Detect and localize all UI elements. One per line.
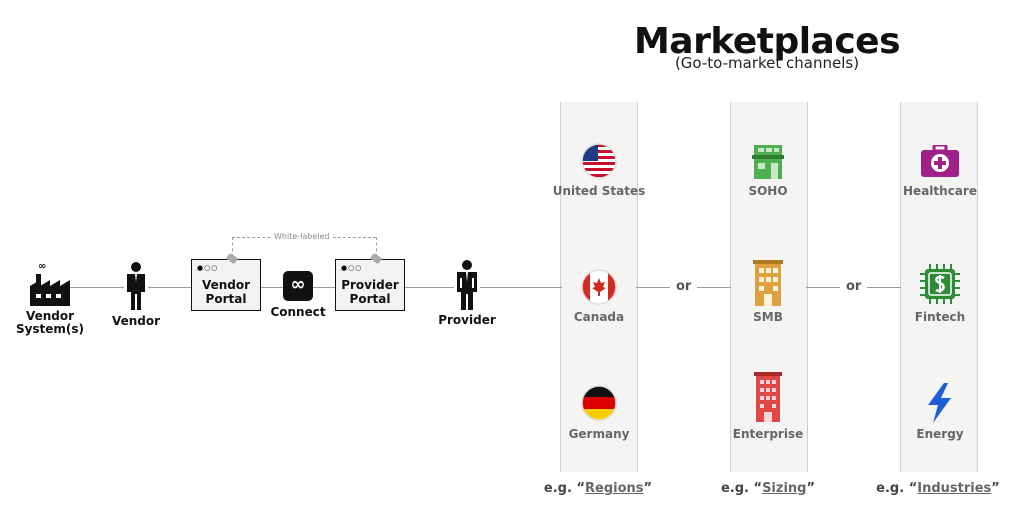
- footer-regions: e.g. “Regions”: [543, 481, 653, 496]
- page-subtitle: (Go-to-market channels): [674, 54, 860, 72]
- industry-label-fintech: Fintech: [914, 310, 966, 324]
- vendor-person-icon: [124, 262, 148, 316]
- region-label-us: United States: [552, 184, 646, 198]
- flag-canada-icon: [580, 268, 618, 310]
- medical-kit-icon: [921, 143, 959, 181]
- building-small-icon: [752, 143, 784, 183]
- footer-sizing: e.g. “Sizing”: [720, 481, 816, 496]
- connect-icon: ∞: [283, 271, 313, 301]
- footer-industries: e.g. “Industries”: [876, 481, 1000, 496]
- page-title: Marketplaces: [633, 21, 901, 62]
- industry-label-energy: Energy: [916, 427, 964, 441]
- size-label-soho: SOHO: [748, 184, 788, 198]
- flag-germany-icon: [580, 384, 618, 426]
- vendor-system-label: Vendor System(s): [15, 309, 85, 336]
- lightning-icon: [924, 383, 954, 427]
- provider-portal-label: Provider Portal: [341, 278, 399, 306]
- factory-icon: [30, 268, 70, 310]
- building-medium-icon: [753, 260, 783, 310]
- provider-label: Provider: [438, 313, 496, 327]
- vendor-label: Vendor: [111, 314, 161, 328]
- footer-industries-term: Industries: [917, 481, 992, 496]
- region-label-germany: Germany: [568, 427, 630, 441]
- industry-label-healthcare: Healthcare: [903, 184, 977, 198]
- flag-us-icon: [580, 142, 618, 184]
- building-large-icon: [754, 372, 782, 426]
- window-controls-icon: ●○○: [197, 264, 219, 272]
- white-labeled-bracket-left: [232, 237, 233, 257]
- white-labeled-label: White-labeled: [271, 232, 333, 241]
- vendor-portal-window: ●○○ Vendor Portal: [191, 259, 261, 311]
- factory-badge: ∞: [38, 261, 47, 272]
- footer-regions-term: Regions: [585, 481, 644, 496]
- chip-dollar-icon: [920, 264, 960, 308]
- footer-sizing-term: Sizing: [762, 481, 807, 496]
- provider-portal-window: ●○○ Provider Portal: [335, 259, 405, 311]
- provider-person-icon: [454, 260, 480, 316]
- size-label-enterprise: Enterprise: [732, 427, 804, 441]
- white-labeled-bracket-right: [376, 237, 377, 257]
- connect-label: Connect: [270, 305, 326, 319]
- window-controls-icon: ●○○: [341, 264, 363, 272]
- or-label-1: or: [670, 280, 698, 294]
- connect-glyph: ∞: [290, 274, 306, 295]
- size-label-smb: SMB: [753, 310, 783, 324]
- region-label-canada: Canada: [573, 310, 625, 324]
- vendor-portal-label: Vendor Portal: [201, 278, 251, 306]
- or-label-2: or: [840, 280, 868, 294]
